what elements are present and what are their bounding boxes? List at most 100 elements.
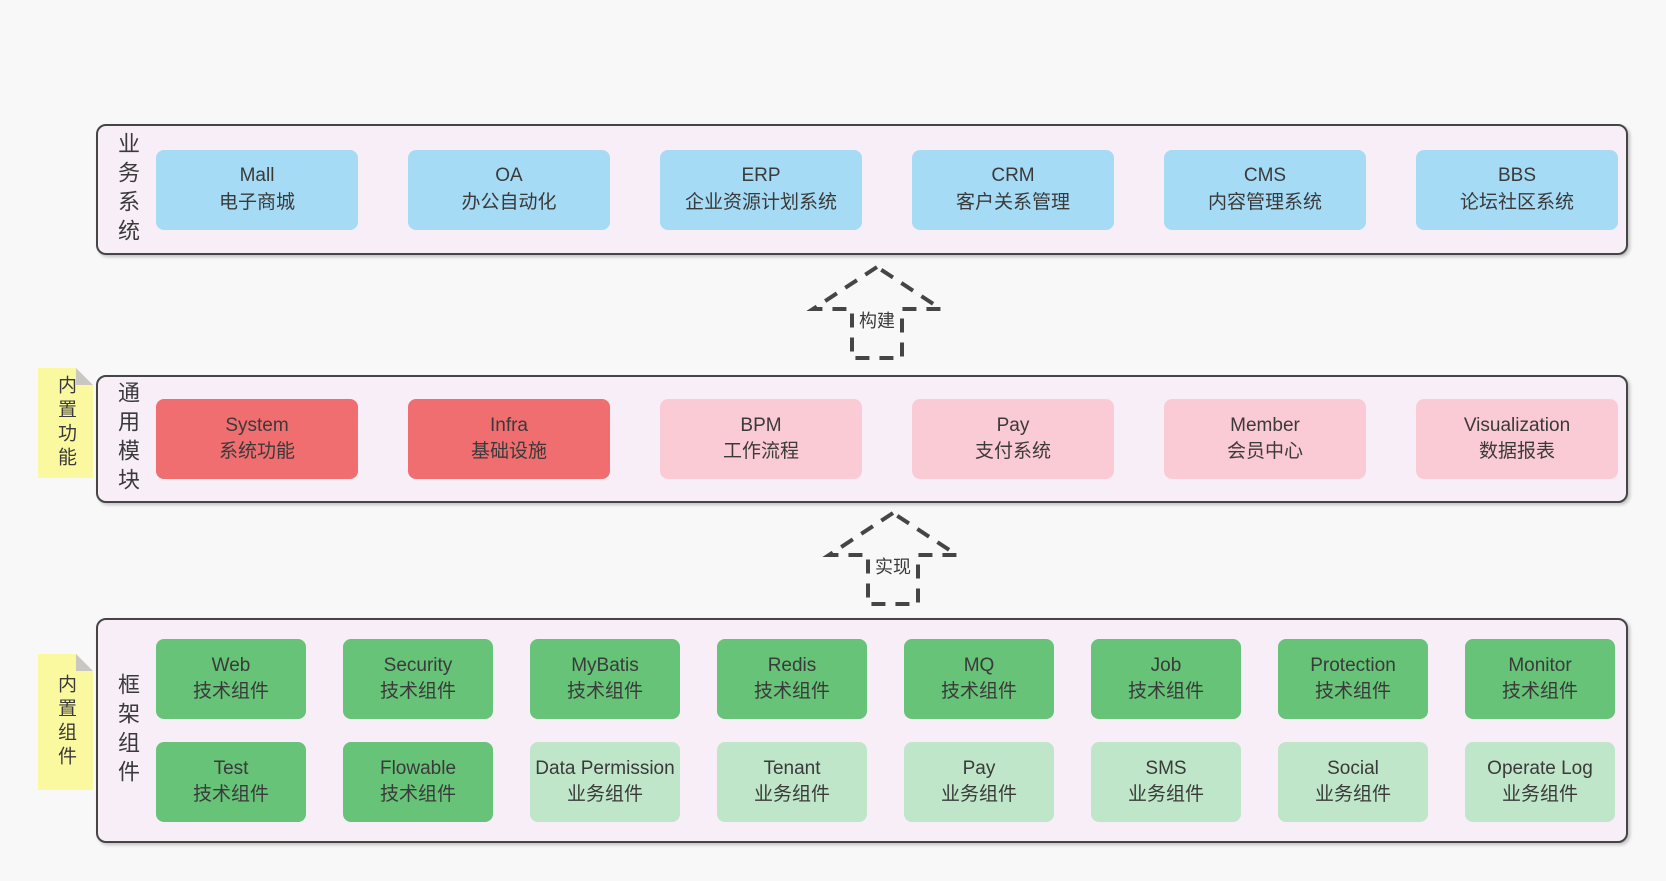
box-tenant: Tenant 业务组件 (717, 742, 867, 822)
box-data-permission: Data Permission 业务组件 (530, 742, 680, 822)
dashed-up-arrow-icon (806, 264, 948, 360)
box-desc: 电子商城 (218, 191, 295, 213)
box-desc: 支付系统 (974, 441, 1051, 462)
box-name: Pay (962, 757, 996, 779)
box-bbs: BBS 论坛社区系统 (1416, 149, 1618, 230)
box-name: Infra (489, 414, 529, 436)
box-name: Pay (996, 414, 1030, 436)
arrow-implement-up: 实现 (822, 508, 964, 608)
box-name: Operate Log (1487, 757, 1593, 779)
box-name: CRM (991, 165, 1035, 187)
sticky-note-builtin-components: 内置组件 (38, 654, 93, 790)
box-desc: 技术组件 (1501, 681, 1578, 702)
layer-title: 通用模块 (98, 377, 156, 501)
sticky-note-builtin-features: 内置功能 (38, 368, 93, 478)
box-name: Member (1230, 414, 1300, 436)
box-desc: 企业资源计划系统 (684, 191, 837, 213)
box-name: System (225, 414, 289, 436)
box-erp: ERP 企业资源计划系统 (660, 149, 862, 230)
box-pay: Pay 支付系统 (912, 399, 1114, 479)
box-job: Job 技术组件 (1091, 639, 1241, 719)
box-area: Mall 电子商城 OA 办公自动化 ERP 企业资源计划系统 CRM 客户关系管理 CMS 内容… (156, 126, 1618, 253)
box-name: BBS (1497, 165, 1537, 187)
box-desc: 工作流程 (722, 441, 799, 462)
box-name: OA (495, 165, 523, 187)
box-name: Data Permission (535, 757, 675, 779)
layer-business-systems: 业务系统 Mall 电子商城 OA 办公自动化 ERP 企业资源计划系统 CRM 客户关系管理… (96, 124, 1628, 255)
layer-title: 框架组件 (98, 620, 156, 841)
box-desc: 业务组件 (940, 784, 1017, 805)
box-visualization: Visualization 数据报表 (1416, 399, 1618, 479)
box-pay: Pay 业务组件 (904, 742, 1054, 822)
layer-title: 业务系统 (98, 126, 156, 253)
sticky-note-text: 内置功能 (55, 375, 76, 471)
box-name: Mall (239, 165, 275, 187)
box-name: Job (1150, 654, 1182, 676)
box-name: SMS (1145, 757, 1187, 779)
box-desc: 技术组件 (379, 784, 456, 805)
box-desc: 业务组件 (753, 784, 830, 805)
box-desc: 技术组件 (753, 681, 830, 702)
box-name: Social (1327, 757, 1379, 779)
box-desc: 技术组件 (379, 681, 456, 702)
box-mall: Mall 电子商城 (156, 149, 358, 230)
arrow-build-up: 构建 (806, 262, 948, 362)
box-monitor: Monitor 技术组件 (1465, 639, 1615, 719)
box-name: Visualization (1463, 414, 1571, 436)
box-desc: 论坛社区系统 (1459, 191, 1574, 213)
box-desc: 基础设施 (470, 441, 547, 462)
box-cms: CMS 内容管理系统 (1164, 149, 1366, 230)
box-social: Social 业务组件 (1278, 742, 1428, 822)
box-desc: 业务组件 (1501, 784, 1578, 805)
box-desc: 系统功能 (218, 441, 295, 462)
box-desc: 技术组件 (1314, 681, 1391, 702)
box-mq: MQ 技术组件 (904, 639, 1054, 719)
layer-title-text: 业务系统 (115, 131, 140, 248)
sticky-note-text: 内置组件 (55, 674, 76, 770)
box-name: Redis (767, 654, 817, 676)
box-name: Test (213, 757, 249, 779)
box-desc: 业务组件 (566, 784, 643, 805)
box-desc: 客户关系管理 (955, 191, 1070, 213)
box-desc: 业务组件 (1127, 784, 1204, 805)
box-desc: 技术组件 (192, 681, 269, 702)
box-desc: 会员中心 (1226, 441, 1303, 462)
box-desc: 技术组件 (1127, 681, 1204, 702)
arrow-label: 构建 (855, 306, 899, 334)
box-name: Monitor (1508, 654, 1572, 676)
box-name: CMS (1243, 165, 1287, 187)
box-redis: Redis 技术组件 (717, 639, 867, 719)
box-flowable: Flowable 技术组件 (343, 742, 493, 822)
arrow-label: 实现 (871, 552, 915, 580)
box-name: Protection (1310, 654, 1396, 676)
box-row: Mall 电子商城 OA 办公自动化 ERP 企业资源计划系统 CRM 客户关系管理 CMS 内容… (156, 149, 1618, 230)
box-desc: 数据报表 (1478, 441, 1555, 462)
box-oa: OA 办公自动化 (408, 149, 610, 230)
box-crm: CRM 客户关系管理 (912, 149, 1114, 230)
box-desc: 业务组件 (1314, 784, 1391, 805)
box-desc: 技术组件 (192, 784, 269, 805)
box-name: Flowable (379, 757, 457, 779)
box-name: MQ (963, 654, 995, 676)
box-desc: 技术组件 (566, 681, 643, 702)
box-infra: Infra 基础设施 (408, 399, 610, 479)
box-desc: 办公自动化 (461, 191, 557, 213)
dashed-up-arrow-icon (822, 510, 964, 606)
box-name: Tenant (763, 757, 821, 779)
box-protection: Protection 技术组件 (1278, 639, 1428, 719)
box-desc: 技术组件 (940, 681, 1017, 702)
layer-title-text: 框架组件 (115, 672, 140, 789)
box-name: ERP (741, 165, 781, 187)
box-desc: 内容管理系统 (1207, 191, 1322, 213)
